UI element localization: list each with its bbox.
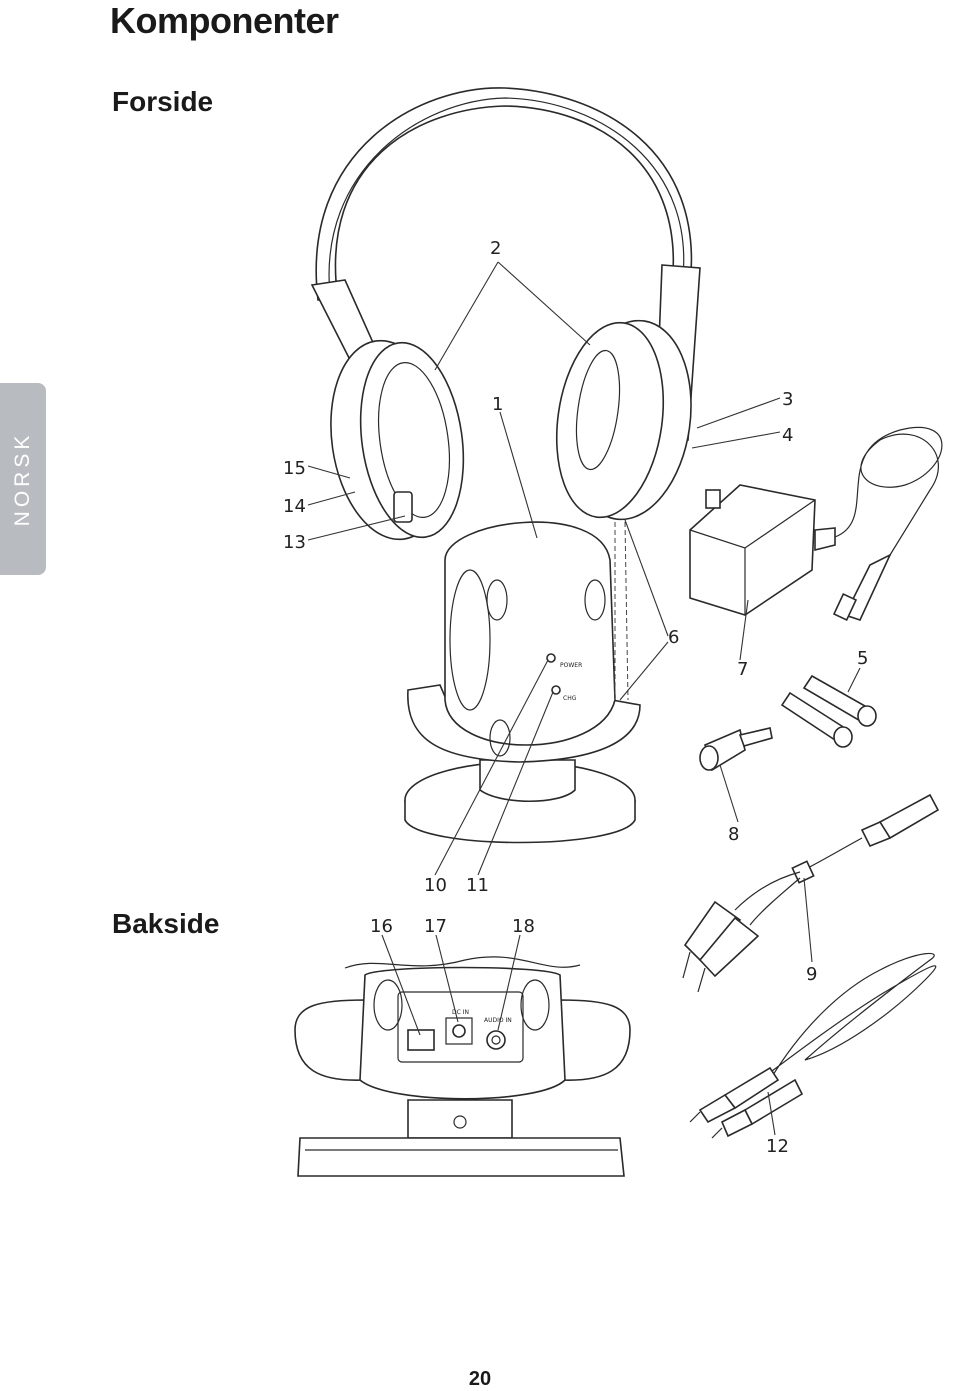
- y-cable-drawing: [682, 793, 940, 993]
- dc-in-label: DC IN: [452, 1009, 469, 1016]
- plug-adapter-drawing: [699, 727, 773, 772]
- ac-adapter-drawing: [689, 427, 943, 621]
- callout-6: 6: [668, 627, 679, 648]
- callout-10: 10: [424, 875, 447, 896]
- section-back-heading: Bakside: [112, 908, 220, 939]
- headphones-drawing: [310, 87, 701, 541]
- chg-led-label: CHG: [563, 695, 577, 702]
- callout-2: 2: [490, 238, 501, 259]
- callout-8: 8: [728, 824, 739, 845]
- callout-14: 14: [283, 496, 306, 517]
- batteries-drawing: [780, 674, 877, 748]
- callout-11: 11: [466, 875, 489, 896]
- transmitter-back-drawing: DC IN AUDIO IN: [294, 956, 631, 1177]
- power-led-label: POWER: [560, 662, 582, 669]
- callout-17: 17: [424, 916, 447, 937]
- callout-13: 13: [283, 532, 306, 553]
- callout-18: 18: [512, 916, 535, 937]
- callout-5: 5: [857, 648, 868, 669]
- callout-3: 3: [782, 389, 793, 410]
- callout-7: 7: [737, 659, 748, 680]
- audio-in-label: AUDIO IN: [484, 1017, 512, 1024]
- page-title: Komponenter: [110, 0, 339, 41]
- audio-cable-drawing: [689, 952, 937, 1139]
- callout-9: 9: [806, 964, 817, 985]
- callout-12: 12: [766, 1136, 789, 1157]
- callout-16: 16: [370, 916, 393, 937]
- callout-1: 1: [492, 394, 503, 415]
- callout-leader-lines: [307, 261, 861, 1136]
- transmitter-stand-drawing: POWER CHG: [404, 521, 641, 844]
- callout-4: 4: [782, 425, 793, 446]
- callout-15: 15: [283, 458, 306, 479]
- language-side-tab: NORSK: [0, 383, 46, 575]
- section-front-heading: Forside: [112, 86, 214, 117]
- page-number: 20: [468, 1368, 492, 1390]
